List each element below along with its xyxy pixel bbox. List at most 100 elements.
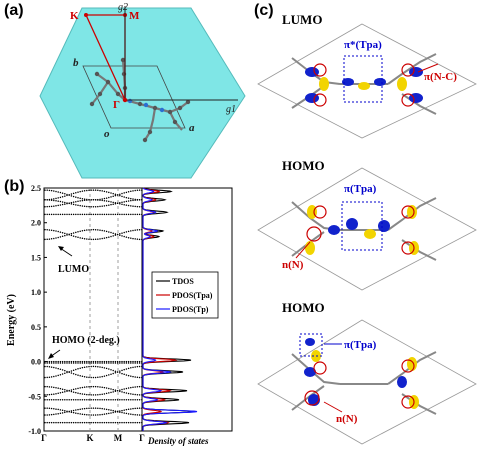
band-point xyxy=(127,387,130,389)
band-point xyxy=(114,362,117,364)
band-point xyxy=(127,204,130,207)
band-point xyxy=(70,201,73,204)
band-point xyxy=(44,414,46,416)
band-point xyxy=(92,360,95,363)
band-point xyxy=(97,360,99,363)
band-point xyxy=(112,388,114,391)
band-point xyxy=(64,421,66,424)
band-point xyxy=(90,360,92,363)
band-point xyxy=(75,409,77,411)
dos-curve-pdostp xyxy=(142,187,198,431)
band-point xyxy=(112,232,114,234)
band-point xyxy=(134,413,136,416)
band-point xyxy=(110,373,112,375)
band-point xyxy=(61,409,64,412)
band-point xyxy=(48,205,51,208)
band-point xyxy=(59,191,62,194)
band-point xyxy=(105,367,108,370)
band-point xyxy=(114,421,117,424)
band-point xyxy=(75,362,77,364)
band-point xyxy=(134,205,136,208)
band-point xyxy=(105,399,108,401)
band-point xyxy=(123,360,125,363)
band-point xyxy=(72,411,75,414)
band-point xyxy=(72,203,75,206)
lumo-arrow-head xyxy=(58,246,64,251)
band-point xyxy=(125,213,128,216)
band-point xyxy=(92,376,95,379)
band-point xyxy=(90,238,92,241)
band-point xyxy=(103,386,106,389)
band-point xyxy=(127,408,130,411)
band-point xyxy=(94,362,97,364)
band-point xyxy=(81,229,84,232)
band-point xyxy=(97,365,99,368)
band-point xyxy=(105,236,108,239)
band-point xyxy=(57,191,59,193)
band-point xyxy=(77,360,79,363)
band-point xyxy=(53,360,55,363)
band-point xyxy=(75,391,77,394)
band-point xyxy=(61,369,64,371)
band-point xyxy=(83,413,86,416)
band-point xyxy=(119,234,121,236)
band-point xyxy=(50,399,53,401)
band-point xyxy=(103,413,106,415)
band-point xyxy=(108,421,110,424)
band-point xyxy=(83,393,86,396)
band-point xyxy=(138,385,141,388)
band-point xyxy=(127,213,130,216)
lumo-orbital-figure: π*(Tpa) π(N-C) xyxy=(257,23,477,139)
band-point xyxy=(77,196,79,199)
dos-legend: TDOS PDOS(Tpa) PDOS(Tp) xyxy=(151,271,219,319)
band-point xyxy=(83,407,86,410)
band-point xyxy=(116,360,119,363)
band-point xyxy=(66,371,68,374)
band-point xyxy=(48,393,51,396)
band-point xyxy=(127,399,130,401)
band-point xyxy=(132,199,134,202)
band-point xyxy=(55,200,57,202)
band-point xyxy=(61,421,64,424)
homo-orbital-figure-1: π(Tpa) n(N) xyxy=(257,167,477,291)
band-point xyxy=(136,421,139,424)
band-point xyxy=(114,213,117,216)
band-point xyxy=(92,421,95,424)
band-point xyxy=(127,191,130,193)
band-point xyxy=(94,407,97,409)
band-point xyxy=(57,374,59,377)
band-point xyxy=(132,413,134,416)
band-point xyxy=(105,392,108,395)
band-point xyxy=(127,367,130,370)
band-point xyxy=(94,399,97,401)
band-point xyxy=(81,360,84,363)
band-point xyxy=(97,229,99,231)
band-point xyxy=(141,238,143,241)
band-point xyxy=(81,362,84,364)
band-point xyxy=(130,399,132,401)
band-point xyxy=(110,201,112,203)
band-point xyxy=(66,213,68,216)
band-point xyxy=(79,392,81,395)
band-point xyxy=(81,386,84,389)
homo-pi-label-2: π(Tpa) xyxy=(344,339,377,351)
band-point xyxy=(99,213,101,216)
band-point xyxy=(132,229,134,232)
band-point xyxy=(77,387,79,390)
band-point xyxy=(141,189,143,191)
band-point xyxy=(53,205,55,207)
band-point xyxy=(70,213,73,216)
band-point xyxy=(83,199,86,202)
band-point xyxy=(103,205,106,207)
band-point xyxy=(61,231,64,234)
band-point xyxy=(110,231,112,234)
band-point xyxy=(138,399,141,401)
band-point xyxy=(55,386,57,389)
band-point xyxy=(48,238,51,240)
band-point xyxy=(90,376,92,379)
band-point xyxy=(141,205,143,208)
legend-pdos-tpa-label: PDOS(Tpa) xyxy=(172,291,213,300)
band-point xyxy=(114,389,117,391)
band-point xyxy=(53,413,55,416)
band-point xyxy=(101,393,103,395)
